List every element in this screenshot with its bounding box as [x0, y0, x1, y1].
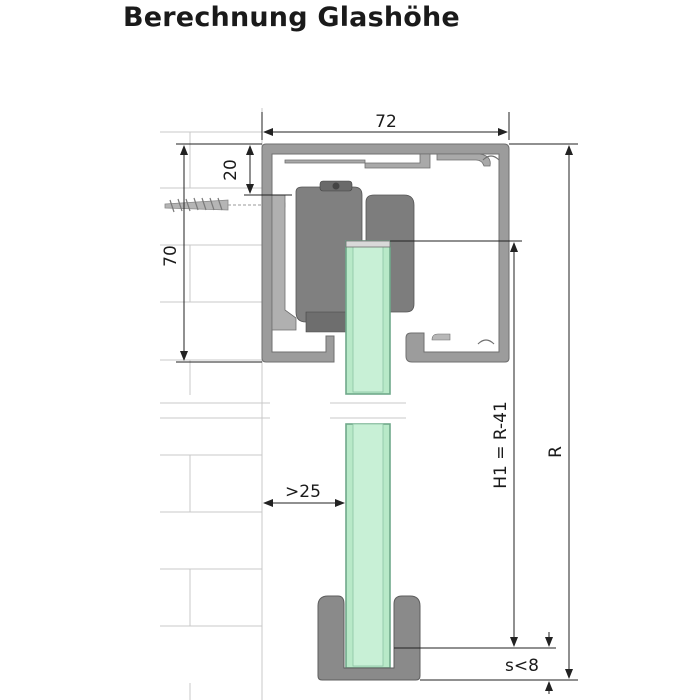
dim-rail-height: 70 — [161, 143, 262, 363]
label-width-top: 72 — [375, 112, 397, 132]
label-wall-gap: >25 — [285, 482, 321, 502]
label-total-height: R — [546, 446, 566, 458]
dim-glass-height: H1 = R-41 — [390, 240, 556, 649]
break-mark — [330, 402, 406, 419]
brick-wall — [160, 108, 270, 700]
dim-total-height: R — [420, 143, 578, 681]
page-title: Berechnung Glashöhe — [123, 2, 460, 33]
label-offset-top: 20 — [221, 159, 241, 181]
label-floor-gap: s<8 — [505, 656, 539, 676]
dim-offset-top: 20 — [221, 145, 292, 196]
dim-width-top: 72 — [261, 112, 510, 140]
dim-floor-gap: s<8 — [505, 632, 553, 694]
label-rail-height: 70 — [161, 245, 181, 267]
label-glass-height: H1 = R-41 — [491, 401, 511, 489]
floor-guide — [317, 595, 421, 681]
glass-panel-top — [345, 240, 391, 395]
dim-wall-gap: >25 — [263, 482, 345, 507]
glass-panel-bottom — [345, 423, 391, 669]
rail-profile — [261, 143, 510, 363]
